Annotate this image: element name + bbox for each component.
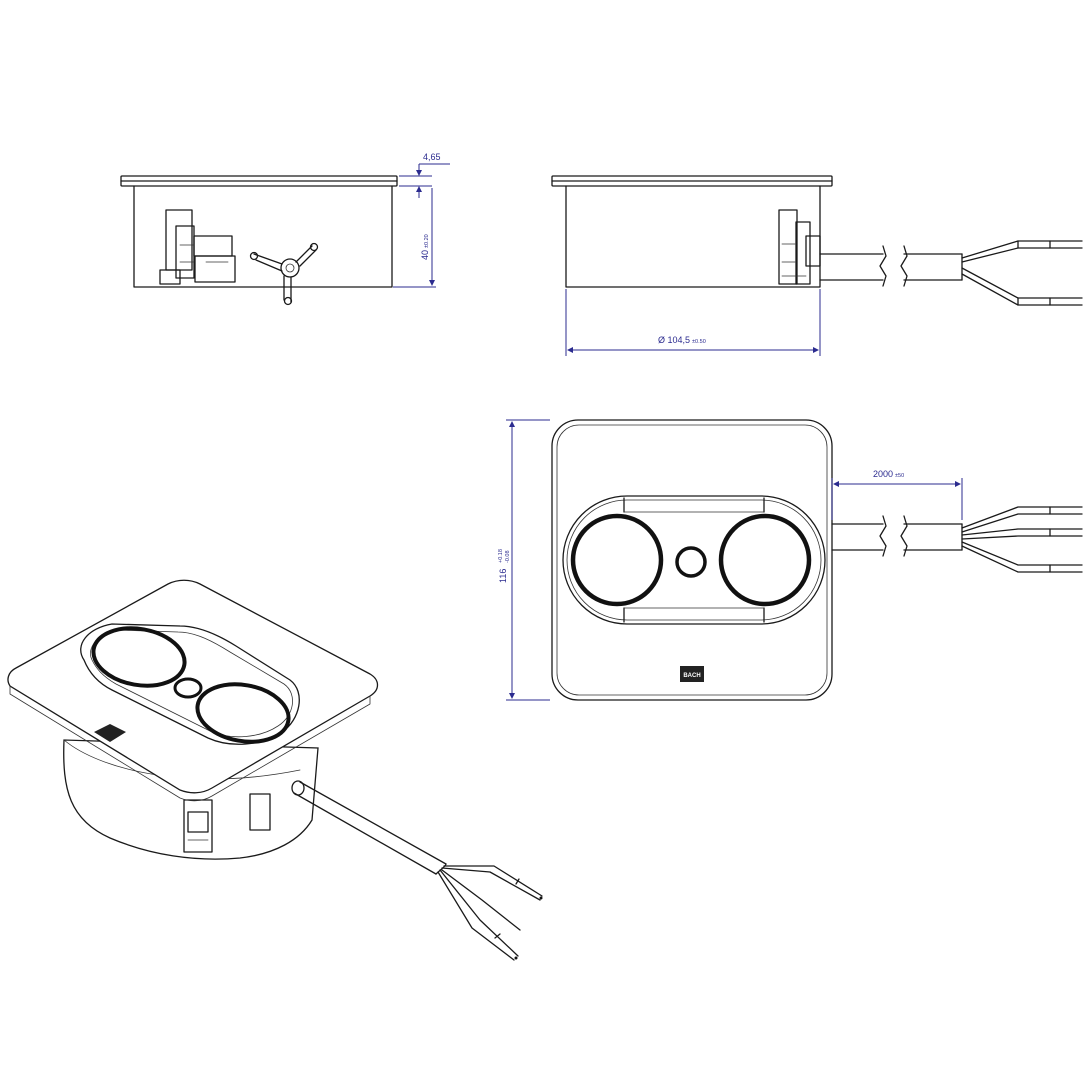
socket-right xyxy=(718,513,812,607)
iso-center-button[interactable] xyxy=(173,677,203,699)
wire-ends-top xyxy=(961,506,1083,573)
dim-body-height: 40±0.20 xyxy=(420,234,430,260)
terminal-block xyxy=(159,209,236,285)
top-view: BACH 2000±50 xyxy=(498,419,1083,701)
iso-logo-mark xyxy=(94,724,126,742)
socket-recess xyxy=(562,495,826,625)
side-view-left-body xyxy=(133,185,393,288)
iso-clip xyxy=(183,799,213,853)
iso-wires xyxy=(437,865,543,961)
logo-mark: BACH xyxy=(680,666,704,682)
iso-cable xyxy=(291,780,447,875)
cable-top xyxy=(831,515,963,557)
cable-side xyxy=(819,245,963,287)
svg-text:BACH: BACH xyxy=(683,673,700,679)
iso-socket-left xyxy=(91,626,187,688)
top-view-plate-inner xyxy=(556,424,828,696)
side-view-left: 4,65 40±0.20 xyxy=(120,152,450,306)
svg-text:116: 116 xyxy=(498,569,508,583)
svg-text:+0.18: +0.18 xyxy=(498,549,504,563)
terminal-block-right xyxy=(778,209,821,285)
clamp-arms xyxy=(249,242,319,306)
dim-plate-size: 116 +0.18 -0.08 xyxy=(498,549,511,583)
dim-body-diameter: Ø 104,5±0.50 xyxy=(658,335,706,345)
svg-text:-0.08: -0.08 xyxy=(505,550,511,563)
iso-recess xyxy=(80,623,300,745)
side-view-right: Ø 104,5±0.50 xyxy=(551,175,1083,356)
wire-ends-side xyxy=(961,240,1083,306)
iso-socket-right xyxy=(195,682,291,744)
side-view-right-body xyxy=(565,185,821,288)
isometric-view xyxy=(7,579,543,961)
socket-left xyxy=(570,513,664,607)
dim-plate-thickness: 4,65 xyxy=(423,152,441,162)
center-button[interactable] xyxy=(675,546,707,578)
dim-cable-length: 2000±50 xyxy=(873,469,904,479)
top-view-plate-outer xyxy=(551,419,833,701)
iso-plate xyxy=(7,579,379,794)
